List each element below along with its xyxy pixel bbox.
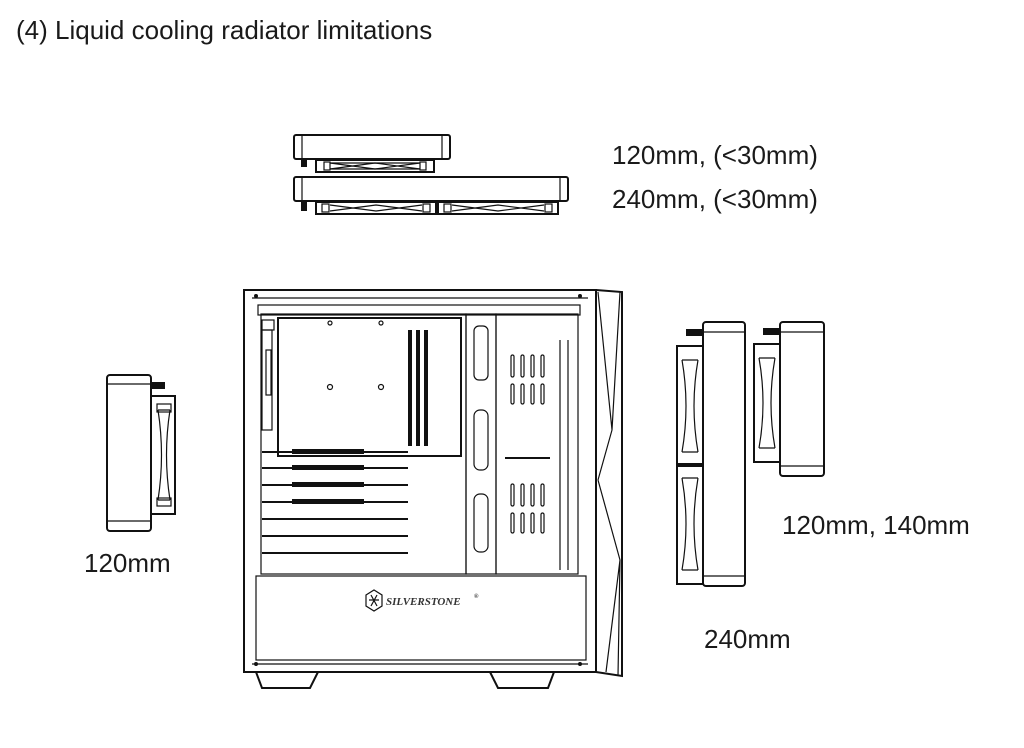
page-title: (4) Liquid cooling radiator limitations <box>16 15 433 45</box>
front-radiator-120-140mm <box>753 321 825 477</box>
drive-cage-slots <box>505 354 550 534</box>
pc-case-side-view: SILVERSTONE ® <box>243 289 623 689</box>
label-top-240mm: 240mm, (<30mm) <box>612 184 818 214</box>
top-radiator-240mm <box>293 176 569 215</box>
label-rear-120mm: 120mm <box>84 548 171 578</box>
label-front-120-140mm: 120mm, 140mm <box>782 510 970 540</box>
psu-shroud <box>255 575 587 661</box>
motherboard-area <box>277 317 462 457</box>
front-radiator-240mm <box>676 321 746 587</box>
silverstone-logo: SILVERSTONE ® <box>365 589 479 612</box>
brand-logo-text: SILVERSTONE <box>386 596 461 608</box>
label-top-120mm: 120mm, (<30mm) <box>612 140 818 170</box>
registered-mark: ® <box>474 593 479 600</box>
label-front-240mm: 240mm <box>704 624 791 654</box>
rear-radiator-120mm <box>106 374 176 532</box>
expansion-slots <box>262 449 408 554</box>
top-radiator-120mm <box>293 134 451 173</box>
case-foot-front <box>489 671 555 689</box>
case-foot-rear <box>255 671 319 689</box>
